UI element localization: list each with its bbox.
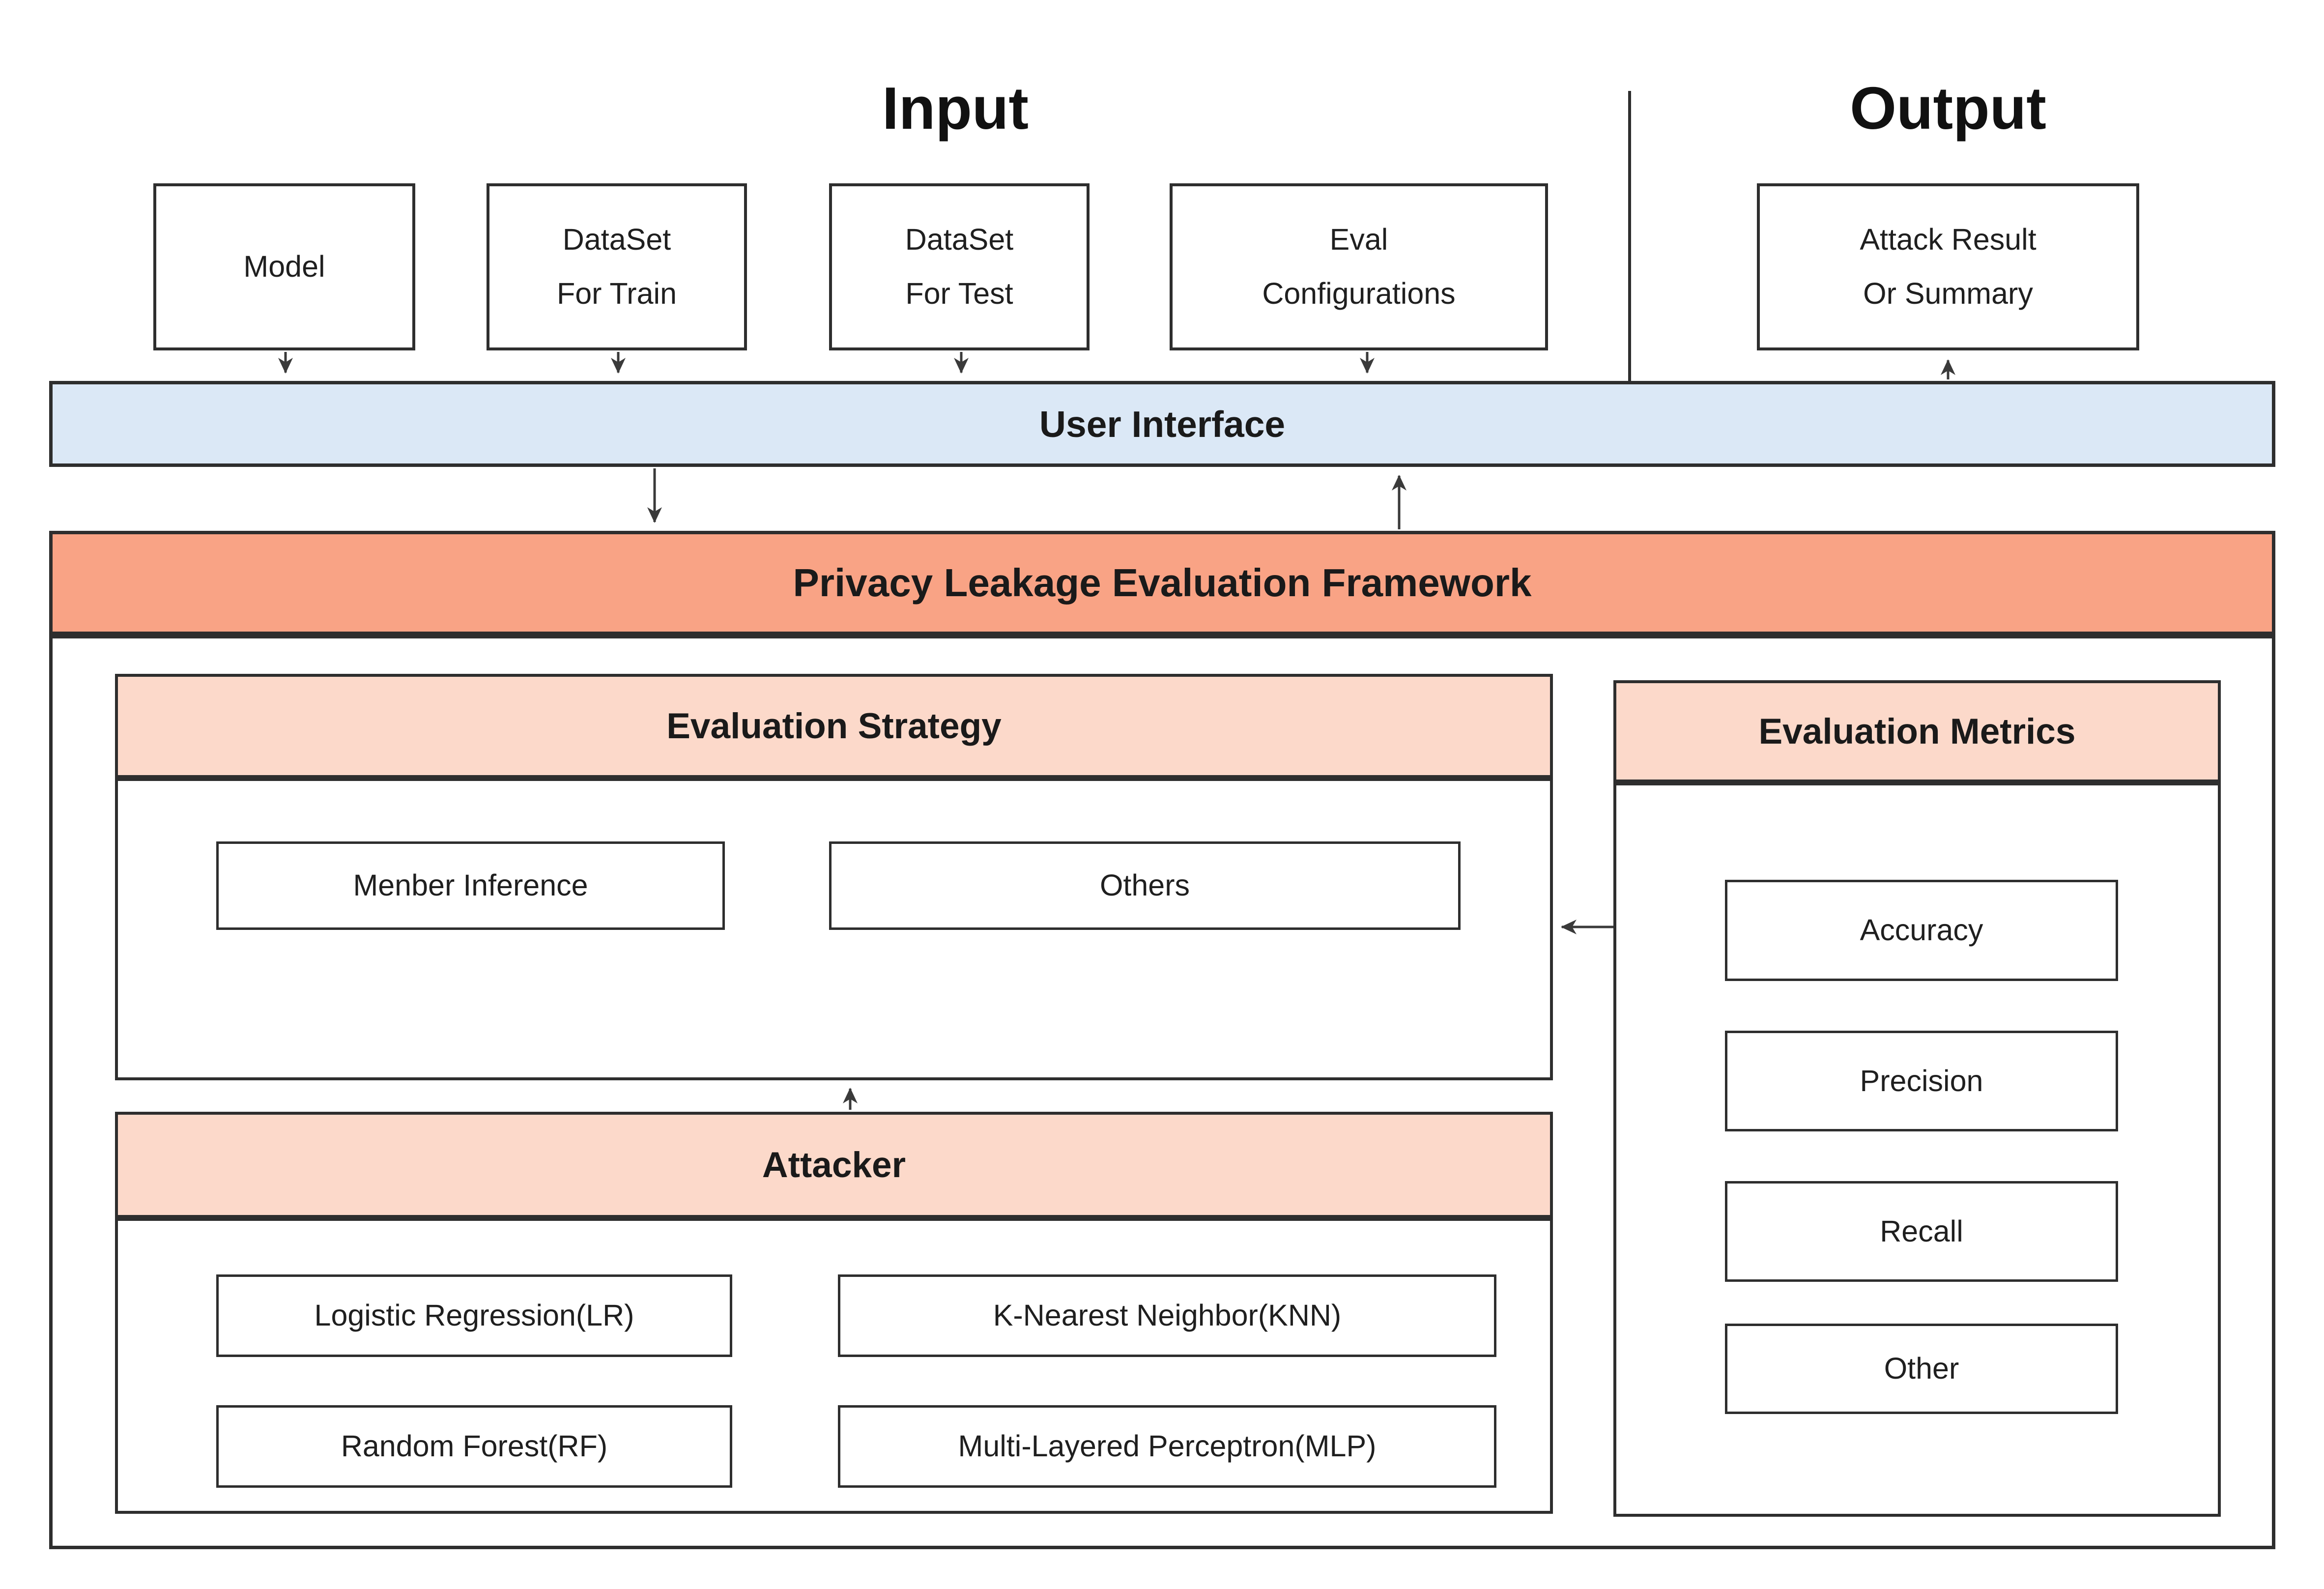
output-box-attack-result: Attack Result Or Summary <box>1757 183 2139 350</box>
attacker-box-k-nearest-neighbor: K-Nearest Neighbor(KNN) <box>838 1274 1496 1357</box>
metrics-box-precision: Precision <box>1725 1031 2118 1131</box>
input-box-dataset-for-test: DataSet For Test <box>829 183 1090 350</box>
attacker-header: Attacker <box>115 1112 1553 1218</box>
input-box-eval-configurations: Eval Configurations <box>1170 183 1548 350</box>
metrics-box-accuracy: Accuracy <box>1725 880 2118 981</box>
framework-header: Privacy Leakage Evaluation Framework <box>49 531 2275 635</box>
attacker-box-logistic-regression: Logistic Regression(LR) <box>216 1274 732 1357</box>
evaluation-metrics-header: Evaluation Metrics <box>1613 680 2221 782</box>
attacker-box-random-forest: Random Forest(RF) <box>216 1405 732 1488</box>
strategy-box-menber-inference: Menber Inference <box>216 841 725 930</box>
attacker-box-multi-layered-perceptron: Multi-Layered Perceptron(MLP) <box>838 1405 1496 1488</box>
metrics-box-other: Other <box>1725 1324 2118 1414</box>
input-box-model: Model <box>153 183 415 350</box>
metrics-box-recall: Recall <box>1725 1181 2118 1282</box>
strategy-box-others: Others <box>829 841 1461 930</box>
user-interface-bar: User Interface <box>49 381 2275 467</box>
input-box-dataset-for-train: DataSet For Train <box>487 183 747 350</box>
input-title: Input <box>882 75 1029 142</box>
output-title: Output <box>1850 75 2046 142</box>
evaluation-strategy-header: Evaluation Strategy <box>115 674 1553 778</box>
